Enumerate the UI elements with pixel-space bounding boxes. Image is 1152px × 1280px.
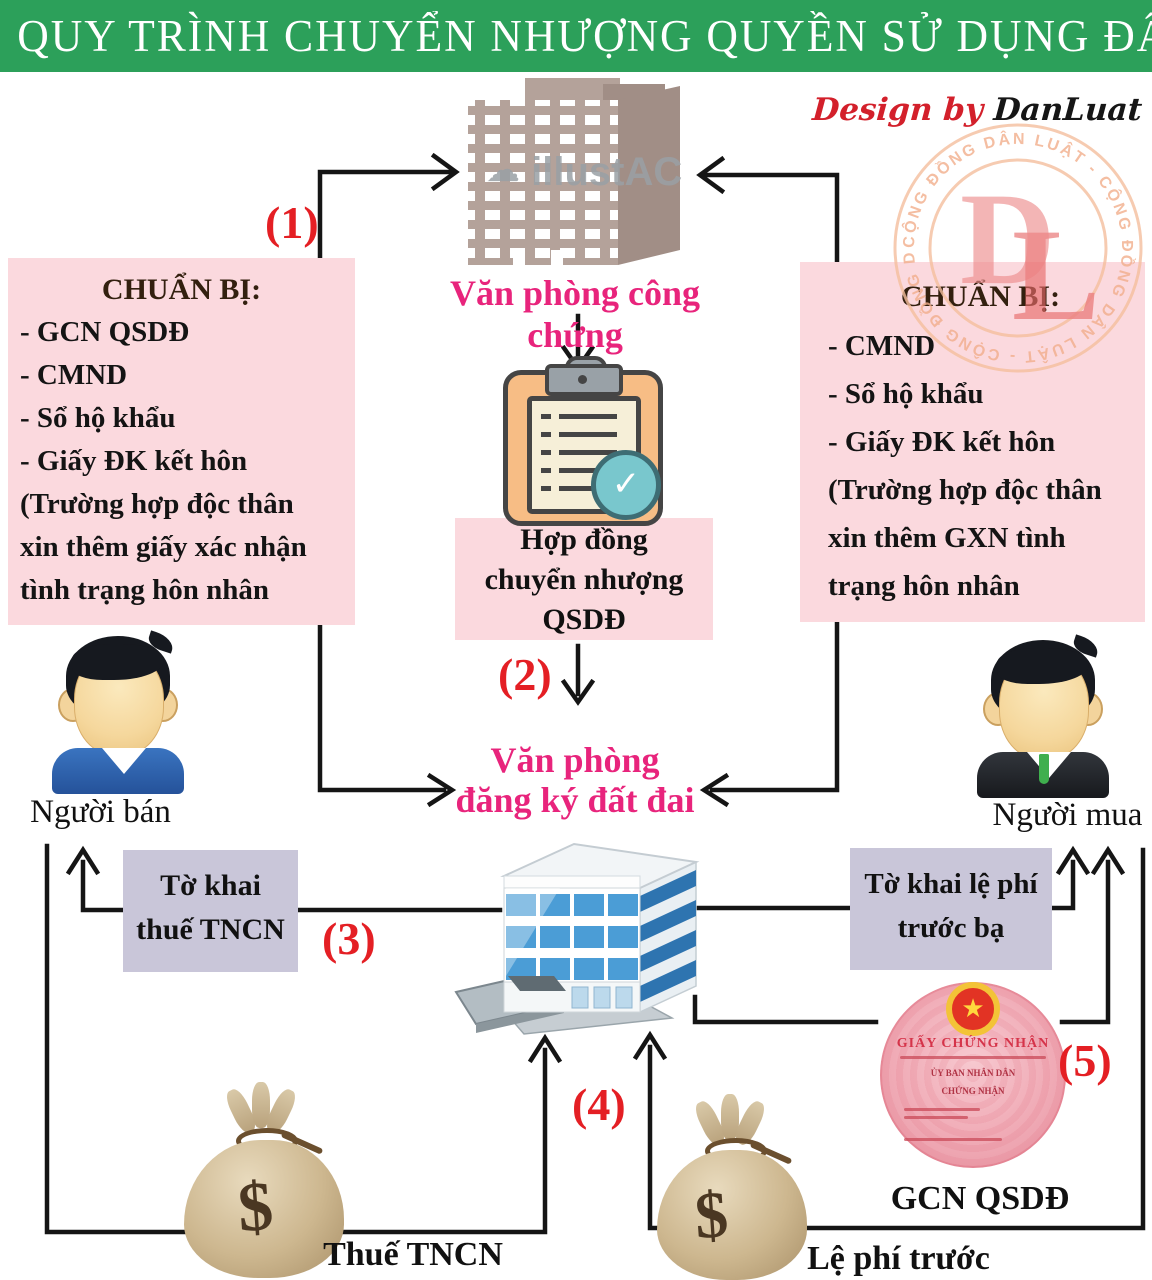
stock-watermark-text: illustAC [531, 150, 683, 194]
step-5-label: (5) [1058, 1035, 1112, 1086]
fee-declaration-box: Tờ khai lệ phí trước bạ [850, 848, 1052, 970]
prepare-title: CHUẨN BỊ: [900, 280, 1061, 313]
prepare-item: - GCN QSDĐ [20, 316, 190, 348]
prepare-item: (Trường hợp độc thân [828, 474, 1102, 506]
stock-watermark: ☁ illustAC [486, 150, 716, 195]
seller-label: Người bán [30, 794, 171, 830]
prepare-item: (Trường hợp độc thân [20, 488, 294, 520]
registry-line: đăng ký đất đai [455, 780, 695, 820]
prepare-item: - CMND [828, 330, 936, 362]
prepare-item: trạng hôn nhân [828, 570, 1020, 602]
prepare-item: - Sổ hộ khẩu [20, 402, 176, 434]
contract-line: QSDĐ [542, 603, 626, 636]
prepare-item: - Giấy ĐK kết hôn [20, 445, 248, 477]
prepare-item: - CMND [20, 359, 128, 391]
prepare-item: xin thêm giấy xác nhận [20, 531, 307, 563]
prepare-buyer-box: CHUẨN BỊ: - CMND - Sổ hộ khẩu - Giấy ĐK … [800, 262, 1145, 622]
step-2-label: (2) [498, 649, 552, 700]
prepare-item: - Giấy ĐK kết hôn [828, 426, 1056, 458]
fee-form-line: trước bạ [897, 912, 1005, 944]
green-tie [1039, 754, 1049, 784]
contract-clipboard-icon: ✓ [503, 356, 663, 526]
page-title: QUY TRÌNH CHUYỂN NHƯỢNG QUYỀN SỬ DỤNG ĐẤ… [17, 11, 1152, 61]
prepare-item: xin thêm GXN tình [828, 522, 1066, 554]
contract-line: Hợp đồng [520, 523, 648, 556]
certificate-sub1: ỦY BAN NHÂN DÂN [930, 1068, 1016, 1078]
prepare-item: - Sổ hộ khẩu [828, 378, 984, 410]
step-1-label: (1) [265, 197, 319, 248]
certificate-sub2: CHỨNG NHẬN [941, 1086, 1005, 1096]
seller-avatar [52, 630, 184, 794]
buyer-avatar [977, 634, 1109, 798]
land-registry-label: Văn phòng đăng ký đất đai [420, 740, 730, 820]
certificate-label: GCN QSDĐ [890, 1180, 1070, 1217]
collar [102, 748, 146, 774]
tax-form-line: Tờ khai [160, 869, 261, 902]
prepare-seller-box: CHUẨN BỊ: - GCN QSDĐ - CMND - Sổ hộ khẩu… [8, 258, 355, 625]
certificate-title: GIẤY CHỨNG NHẬN [896, 1036, 1050, 1051]
dollar-sign: $ [692, 1177, 731, 1254]
header-banner: QUY TRÌNH CHUYỂN NHƯỢNG QUYỀN SỬ DỤNG ĐẤ… [0, 0, 1152, 72]
credit: Design by DanLuat [801, 92, 1144, 128]
prepare-item: tình trạng hôn nhân [20, 574, 270, 606]
step-3-label: (3) [322, 913, 376, 964]
fee-form-line: Tờ khai lệ phí [864, 868, 1038, 900]
credit-name: DanLuat [992, 92, 1144, 128]
national-emblem-icon: ★ [946, 982, 1000, 1036]
buyer-label: Người mua [992, 797, 1143, 833]
tax-declaration-box: Tờ khai thuế TNCN [123, 850, 298, 972]
sack-body [657, 1150, 807, 1280]
contract-box: Hợp đồng chuyển nhượng QSDĐ [455, 518, 713, 640]
credit-prefix: Design by [811, 92, 996, 128]
contract-line: chuyển nhượng [484, 563, 684, 596]
dollar-sign: $ [235, 1167, 276, 1248]
fee-money-label: Lệ phí trước bạ [807, 1240, 990, 1280]
cloud-icon: ☁ [486, 150, 520, 190]
notary-office-label: Văn phòng công chứng [449, 273, 701, 355]
shirt-collar [1027, 752, 1071, 778]
tax-money-label: Thuế TNCN [323, 1236, 503, 1273]
check-icon: ✓ [591, 450, 661, 520]
registry-building-icon [454, 842, 700, 1035]
clipboard-clip [545, 364, 623, 396]
step-4-label: (4) [572, 1079, 626, 1130]
registry-line: Văn phòng [490, 740, 660, 780]
certificate-icon: ★ GIẤY CHỨNG NHẬN ỦY BAN NHÂN DÂN CHỨNG … [878, 980, 1068, 1170]
prepare-title: CHUẨN BỊ: [101, 273, 262, 306]
tax-form-line: thuế TNCN [136, 913, 285, 946]
